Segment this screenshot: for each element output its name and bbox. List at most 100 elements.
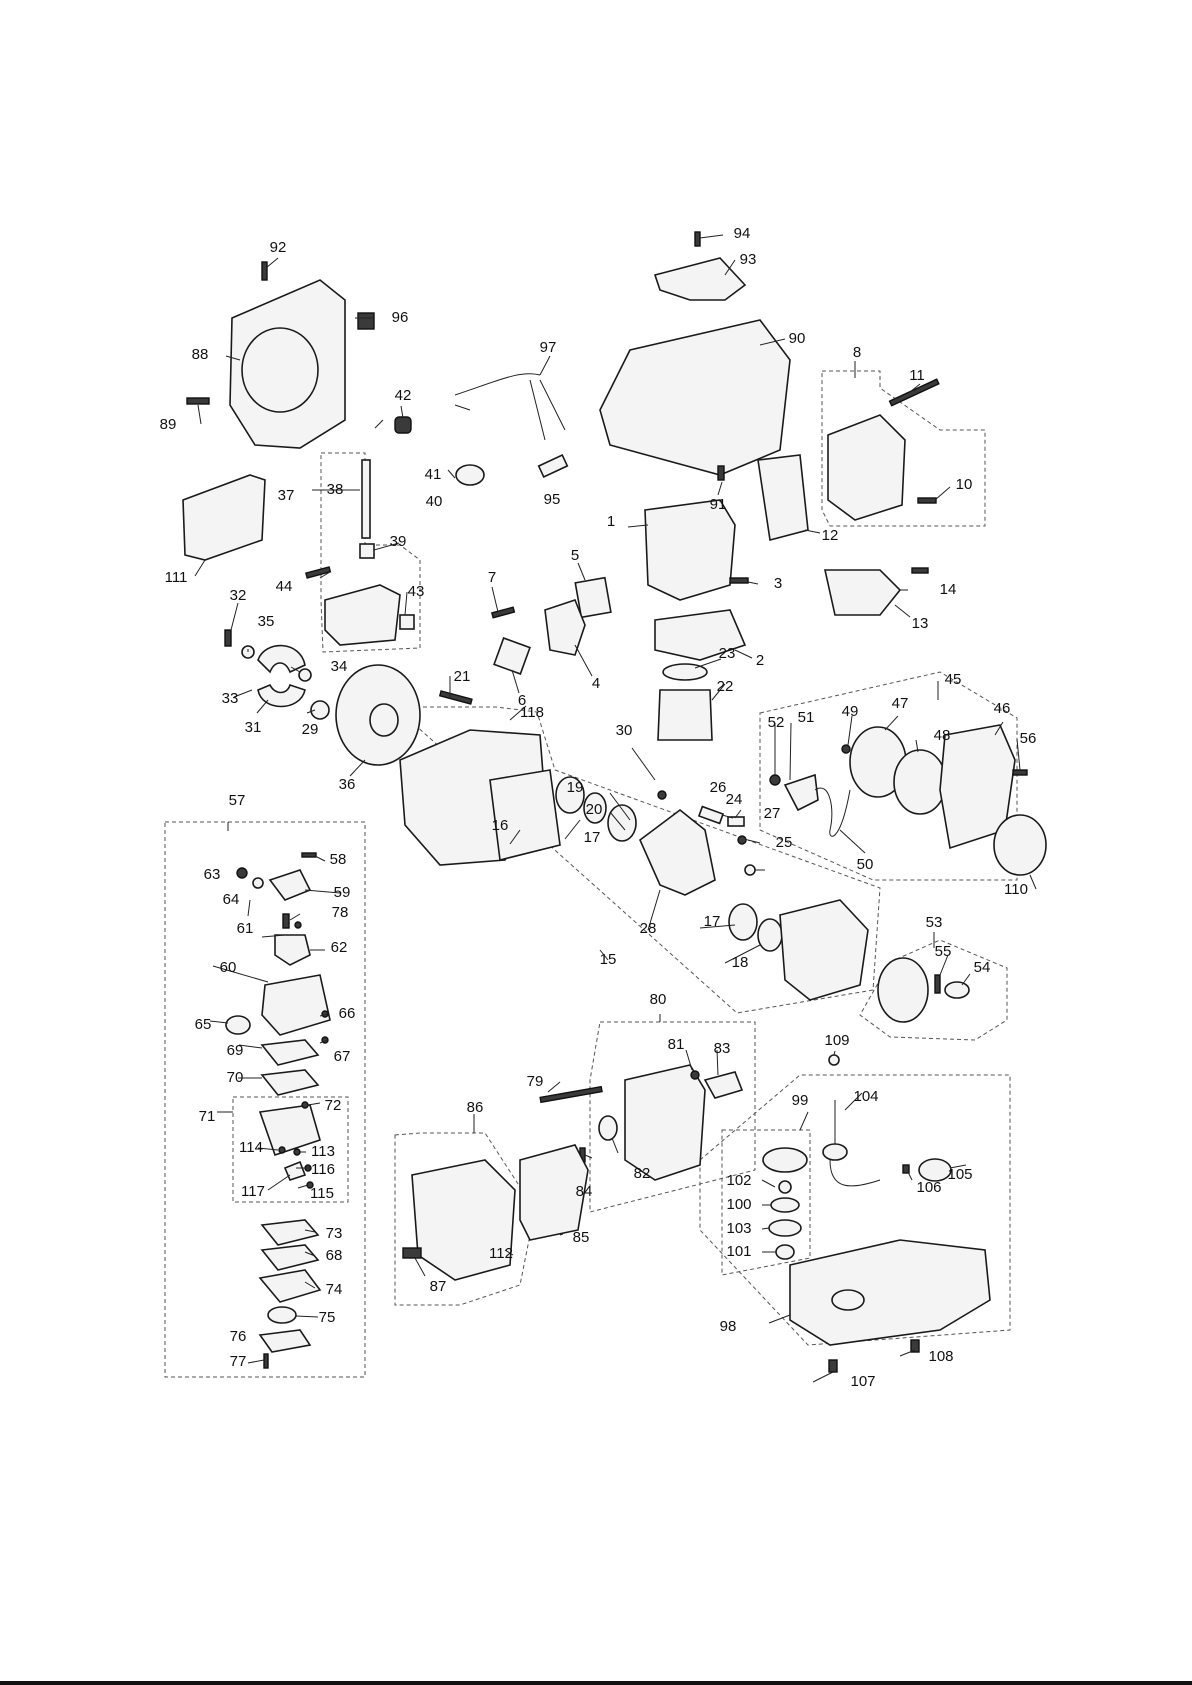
label-30: 30 <box>616 722 633 739</box>
label-110: 110 <box>1004 881 1028 898</box>
label-12: 12 <box>822 527 839 544</box>
label-49: 49 <box>842 703 859 720</box>
label-16: 16 <box>492 817 509 834</box>
bolt-89-shape <box>186 397 210 405</box>
label-34: 34 <box>331 658 348 675</box>
label-35: 35 <box>258 613 275 630</box>
label-60: 60 <box>220 959 237 976</box>
gasket-2-shape <box>654 609 747 661</box>
group-45-outline <box>759 671 1018 881</box>
screw-56-shape <box>1012 769 1028 776</box>
washer-82-shape <box>598 1115 618 1141</box>
label-7: 7 <box>488 569 496 586</box>
label-70: 70 <box>227 1069 244 1086</box>
label-10: 10 <box>956 476 973 493</box>
shaft-38-shape <box>361 459 371 539</box>
label-108: 108 <box>928 1348 953 1365</box>
label-19: 19 <box>567 779 584 796</box>
label-89: 89 <box>160 416 177 433</box>
spring-48-shape <box>893 749 947 815</box>
group-outlines <box>164 370 1018 1378</box>
clutch-drum-53-shape <box>877 957 929 1023</box>
lever-59-shape <box>268 869 312 901</box>
label-42: 42 <box>395 387 412 404</box>
label-112: 112 <box>489 1245 513 1262</box>
parts <box>182 231 1047 1373</box>
screw-77-shape <box>263 1353 269 1369</box>
label-20: 20 <box>586 801 603 818</box>
label-102: 102 <box>726 1172 751 1189</box>
knob-87-shape <box>402 1247 422 1259</box>
label-59: 59 <box>334 884 351 901</box>
label-33: 33 <box>222 690 239 707</box>
label-47: 47 <box>892 695 909 712</box>
label-81: 81 <box>668 1036 685 1053</box>
group-99-outline <box>721 1129 811 1276</box>
screw-44-shape <box>305 566 332 579</box>
carb-body-60-shape <box>261 974 331 1036</box>
label-90: 90 <box>789 330 806 347</box>
label-26: 26 <box>710 779 727 796</box>
label-93: 93 <box>740 251 757 268</box>
label-82: 82 <box>634 1165 651 1182</box>
muffler-8-shape <box>827 414 906 521</box>
clutch-shoe-lower-shape <box>257 683 306 708</box>
group-98-outline <box>699 1074 1011 1346</box>
label-87: 87 <box>430 1278 447 1295</box>
guard-13-shape <box>824 569 902 616</box>
label-1: 1 <box>607 513 615 530</box>
group-53-outline <box>859 939 1008 1041</box>
label-55: 55 <box>935 943 952 960</box>
engine-cover-90-shape <box>599 319 791 476</box>
air-cover-86-shape <box>411 1159 516 1281</box>
label-41: 41 <box>425 466 442 483</box>
label-44: 44 <box>276 578 293 595</box>
label-56: 56 <box>1020 730 1037 747</box>
label-114: 114 <box>239 1139 263 1156</box>
label-117: 117 <box>241 1183 265 1200</box>
label-14: 14 <box>940 581 957 598</box>
label-71: 71 <box>199 1108 216 1125</box>
screw-14-shape <box>911 567 929 574</box>
label-69: 69 <box>227 1042 244 1059</box>
clip-27-shape <box>737 835 747 845</box>
gasket-12-shape <box>757 454 809 542</box>
label-99: 99 <box>792 1092 809 1109</box>
filter-105-shape <box>918 1158 952 1182</box>
handle-51-shape <box>783 773 819 812</box>
label-101: 101 <box>726 1243 751 1260</box>
label-25: 25 <box>776 834 793 851</box>
group-37-outline <box>320 452 421 653</box>
plate-76-shape <box>258 1329 312 1353</box>
label-52: 52 <box>768 714 785 731</box>
ball-78-shape <box>294 921 302 929</box>
page-bottom-rule <box>0 1681 1192 1685</box>
ring-20-shape <box>583 792 607 824</box>
label-18: 18 <box>732 954 749 971</box>
nut-39-shape <box>359 543 375 559</box>
label-92: 92 <box>270 239 287 256</box>
label-43: 43 <box>408 583 425 600</box>
label-98: 98 <box>720 1318 737 1335</box>
label-32: 32 <box>230 587 247 604</box>
label-85: 85 <box>573 1229 590 1246</box>
shoe-54-shape <box>944 981 970 999</box>
spring-114-shape <box>278 1146 286 1154</box>
label-65: 65 <box>195 1016 212 1033</box>
screw-92-shape <box>261 261 268 281</box>
label-111: 111 <box>165 569 188 586</box>
clip-96-shape <box>357 312 375 330</box>
label-22: 22 <box>717 678 734 695</box>
bearing-17a-shape <box>607 804 637 842</box>
gasket-16-shape <box>489 769 561 861</box>
lever-117-shape <box>283 1160 307 1181</box>
bolt-3-shape <box>729 577 749 584</box>
label-40: 40 <box>426 493 443 510</box>
bracket-111-shape <box>182 474 266 561</box>
label-64: 64 <box>223 891 240 908</box>
group-8-outline <box>821 370 986 527</box>
label-8: 8 <box>853 344 861 361</box>
label-74: 74 <box>326 1281 343 1298</box>
fuel-tank-98-shape <box>789 1239 991 1346</box>
screw-63-shape <box>236 867 248 879</box>
